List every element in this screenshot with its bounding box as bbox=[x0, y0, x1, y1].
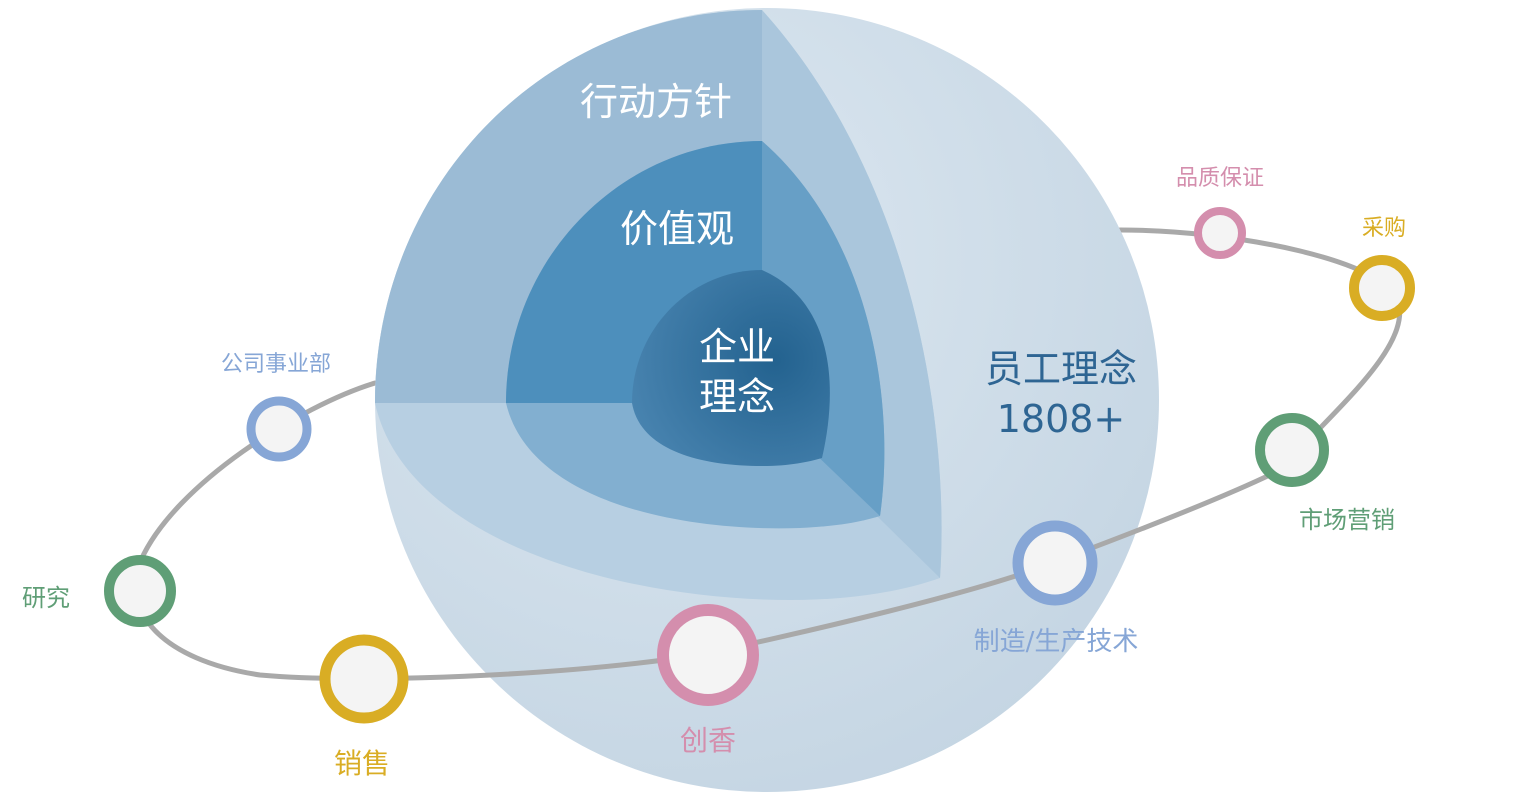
department-ring-marketing bbox=[1255, 413, 1329, 487]
department-label-sales: 销售 bbox=[334, 747, 390, 780]
department-ring-sales bbox=[319, 634, 409, 724]
department-ring-manufacturing bbox=[1012, 520, 1098, 606]
department-label-division: 公司事业部 bbox=[221, 352, 331, 377]
department-node-division: 公司事业部 bbox=[221, 352, 331, 462]
department-node-purchasing: 采购 bbox=[1349, 216, 1415, 321]
core-label-line2: 理念 bbox=[699, 375, 775, 419]
action-layer-label: 行动方针 bbox=[580, 80, 732, 124]
outer-layer-label: 员工理念 bbox=[985, 347, 1137, 391]
department-label-marketing: 市场营销 bbox=[1299, 506, 1395, 534]
department-label-quality: 品质保证 bbox=[1176, 166, 1264, 191]
core-sphere bbox=[632, 270, 830, 466]
department-label-fragrance: 创香 bbox=[680, 724, 736, 757]
department-ring-fragrance bbox=[657, 604, 759, 706]
department-ring-research bbox=[104, 555, 176, 627]
department-node-fragrance: 创香 bbox=[657, 604, 759, 757]
department-label-manufacturing: 制造/生产技术 bbox=[974, 627, 1139, 657]
department-node-manufacturing: 制造/生产技术 bbox=[974, 520, 1139, 657]
department-node-quality: 品质保证 bbox=[1176, 166, 1264, 259]
core-label-line1: 企业 bbox=[699, 325, 775, 369]
values-layer-label: 价值观 bbox=[620, 207, 734, 251]
department-label-research: 研究 bbox=[22, 584, 70, 612]
department-node-research: 研究 bbox=[22, 555, 176, 627]
department-ring-division bbox=[246, 396, 312, 462]
department-ring-quality bbox=[1194, 207, 1246, 259]
employee-count: 1808+ bbox=[997, 397, 1126, 441]
department-node-sales: 销售 bbox=[319, 634, 409, 780]
department-ring-purchasing bbox=[1349, 255, 1415, 321]
department-node-marketing: 市场营销 bbox=[1255, 413, 1395, 534]
department-label-purchasing: 采购 bbox=[1362, 216, 1406, 241]
